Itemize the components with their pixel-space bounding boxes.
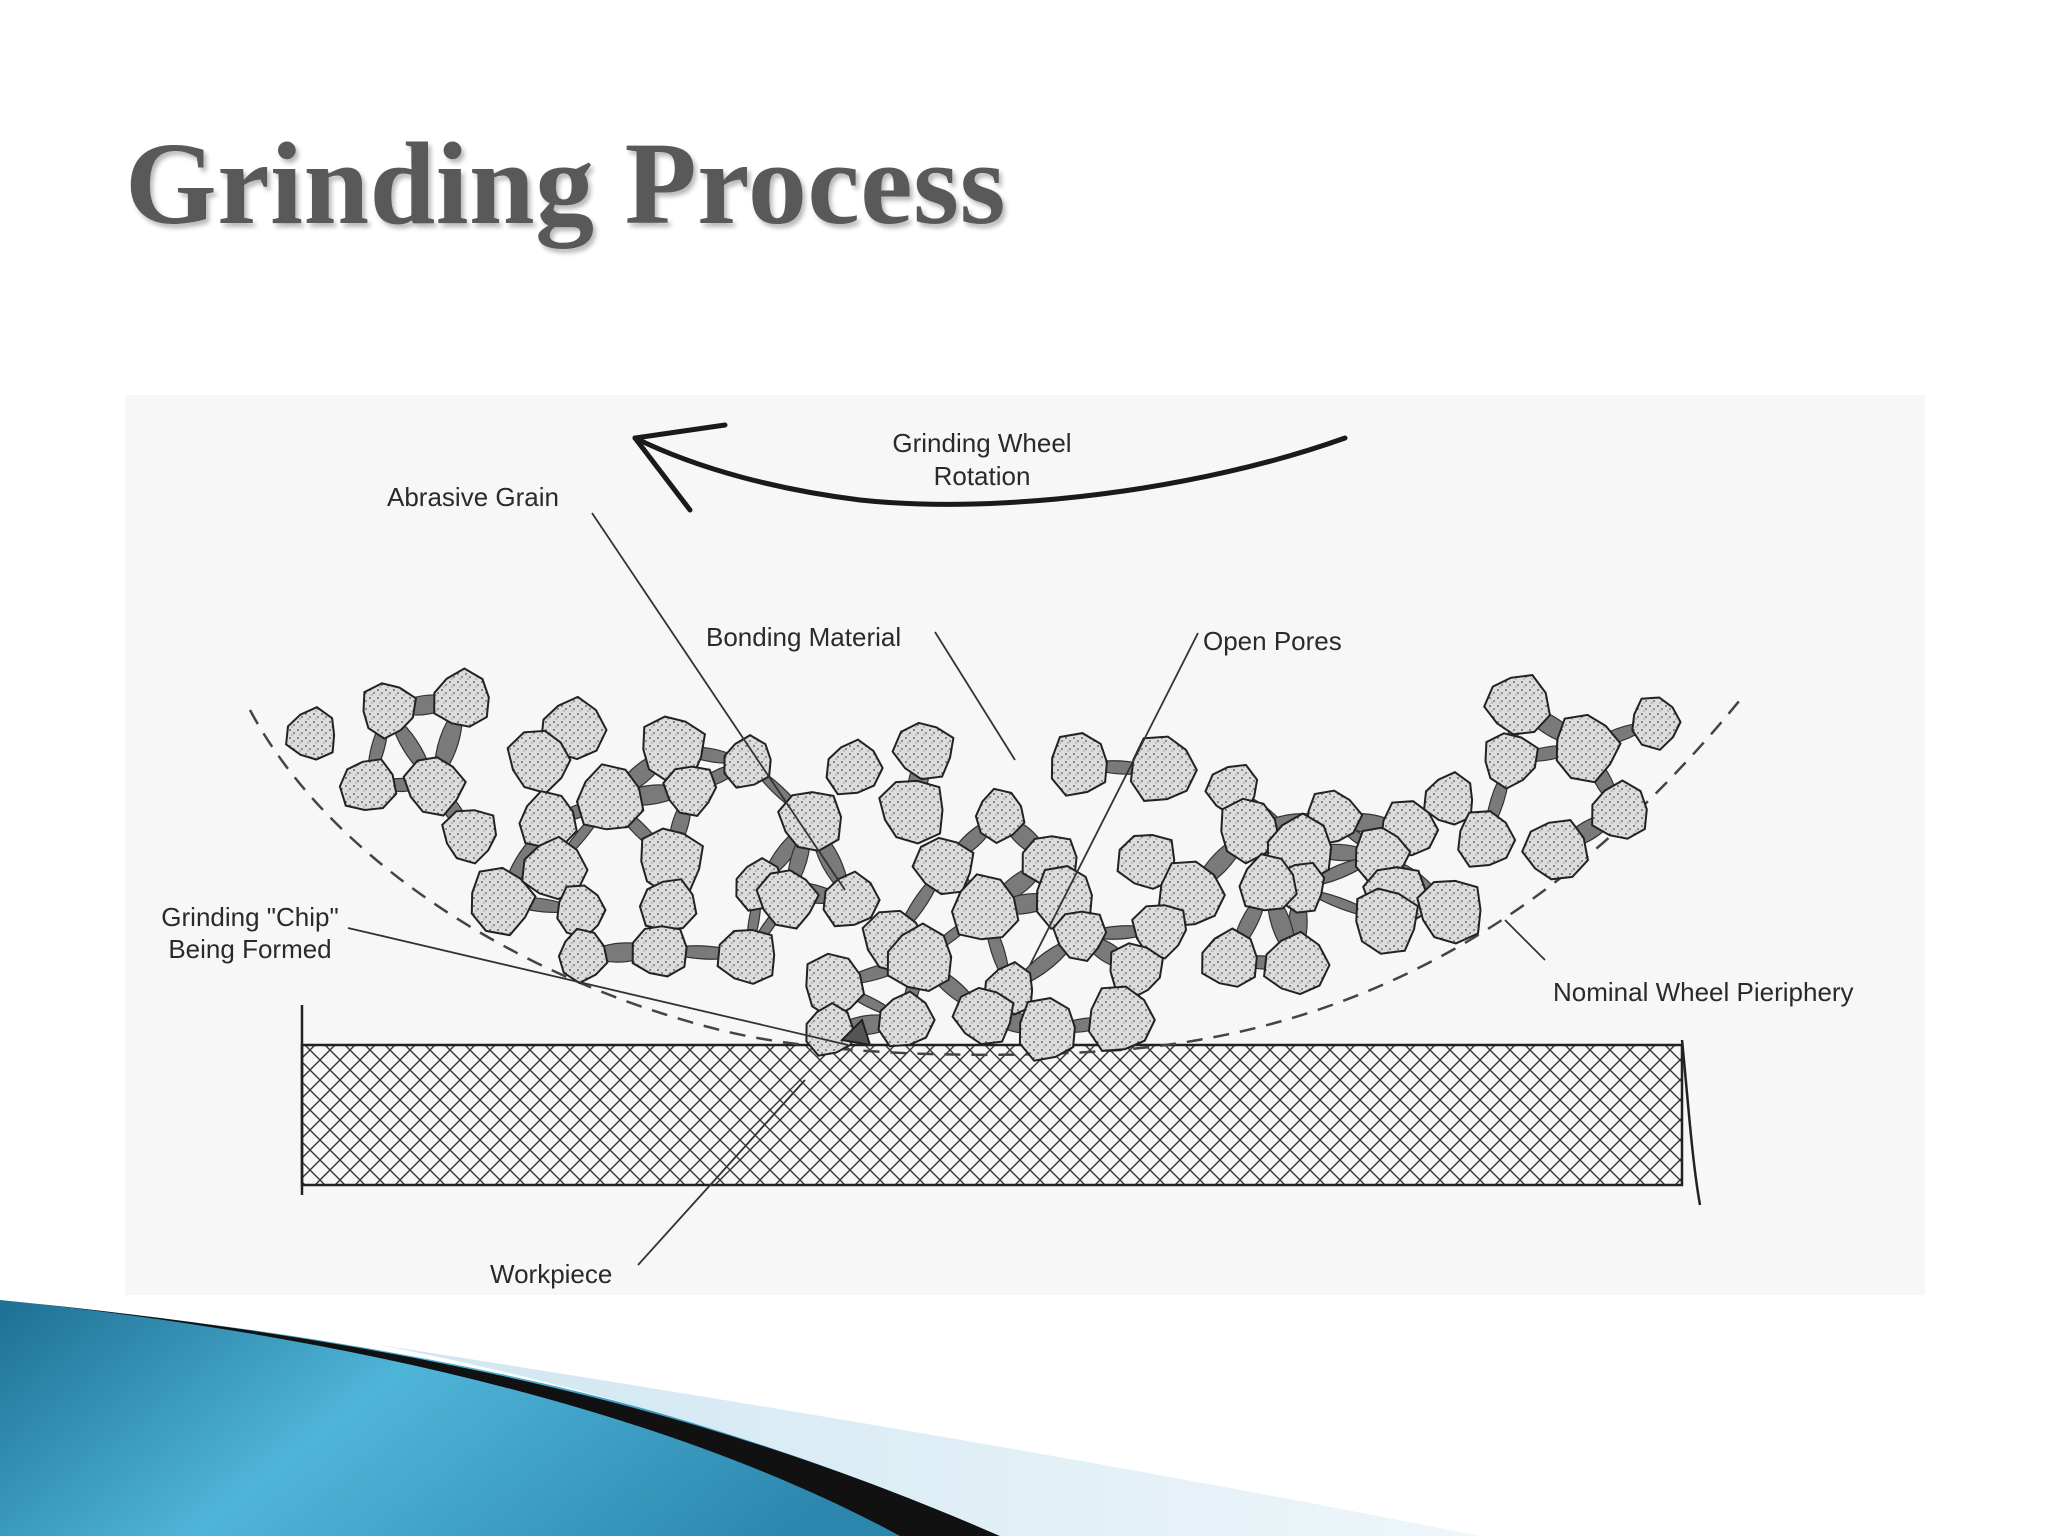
abrasive-grain [506,729,572,795]
abrasive-grain [1484,732,1539,790]
abrasive-grain [1201,927,1258,988]
label-rotation-line1: Grinding Wheel [892,428,1071,458]
abrasive-grain [1457,810,1517,868]
abrasive-grain [1263,930,1331,996]
abrasive-grain [1018,997,1076,1062]
abrasive-grain [1591,779,1648,840]
abrasive-grain [1087,985,1156,1052]
abrasive-grain [723,734,772,789]
label-chip-line2: Being Formed [168,934,331,964]
nominal-periphery-line [248,699,1741,1057]
label-nominal-periphery: Nominal Wheel Pieriphery [1553,977,1854,1007]
decorative-banner [0,1300,1480,1536]
label-abrasive-grain: Abrasive Grain [387,482,559,512]
abrasive-grain [441,809,498,865]
abrasive-grain [911,836,975,896]
abrasive-grain [951,986,1015,1046]
abrasive-grain [557,927,609,985]
abrasive-grain [777,791,843,852]
abrasive-grain [470,866,537,937]
abrasive-grain [1521,819,1589,881]
abrasive-grain [891,721,955,781]
abrasive-grain [1238,853,1298,912]
abrasive-grain [950,873,1020,941]
abrasive-grain [1050,732,1108,797]
abrasive-grain [285,706,336,761]
grinding-chip [839,1018,872,1047]
abrasive-grain [1131,904,1188,960]
label-rotation-line2: Rotation [934,461,1031,491]
abrasive-grain [1555,713,1622,784]
slide-title: Grinding Process [125,118,1007,249]
abrasive-grain [878,779,944,845]
abrasive-grain [433,667,490,728]
abrasive-grain [755,869,820,930]
abrasive-grains-layer [285,667,1682,1062]
label-workpiece: Workpiece [490,1259,612,1289]
leader-lines [347,512,1546,1266]
workpiece [300,1005,1702,1206]
abrasive-grain [1052,910,1108,962]
abrasive-grain [1355,887,1419,955]
abrasive-grain [1220,797,1281,865]
label-open-pores: Open Pores [1203,626,1342,656]
rotation-arrow [632,422,1348,513]
abrasive-grain [1129,735,1198,802]
abrasive-grain [1483,674,1551,736]
abrasive-grain [974,787,1026,845]
abrasive-grain [362,682,417,740]
abrasive-grain [1631,696,1682,751]
abrasive-grain [1416,879,1482,945]
abrasive-grain [1109,942,1164,1000]
abrasive-grain [716,928,776,985]
abrasive-grain [1423,771,1474,826]
abrasive-grain [402,756,467,817]
abrasive-grain [575,763,645,831]
abrasive-grain [338,758,398,812]
abrasive-grain [825,738,884,796]
abrasive-grain [822,870,881,928]
abrasive-grain [886,922,953,993]
abrasive-grain [877,990,936,1048]
abrasive-grain [662,765,718,817]
label-bonding-material: Bonding Material [706,622,901,652]
abrasive-grain [631,925,688,978]
label-chip-line1: Grinding "Chip" [161,902,338,932]
